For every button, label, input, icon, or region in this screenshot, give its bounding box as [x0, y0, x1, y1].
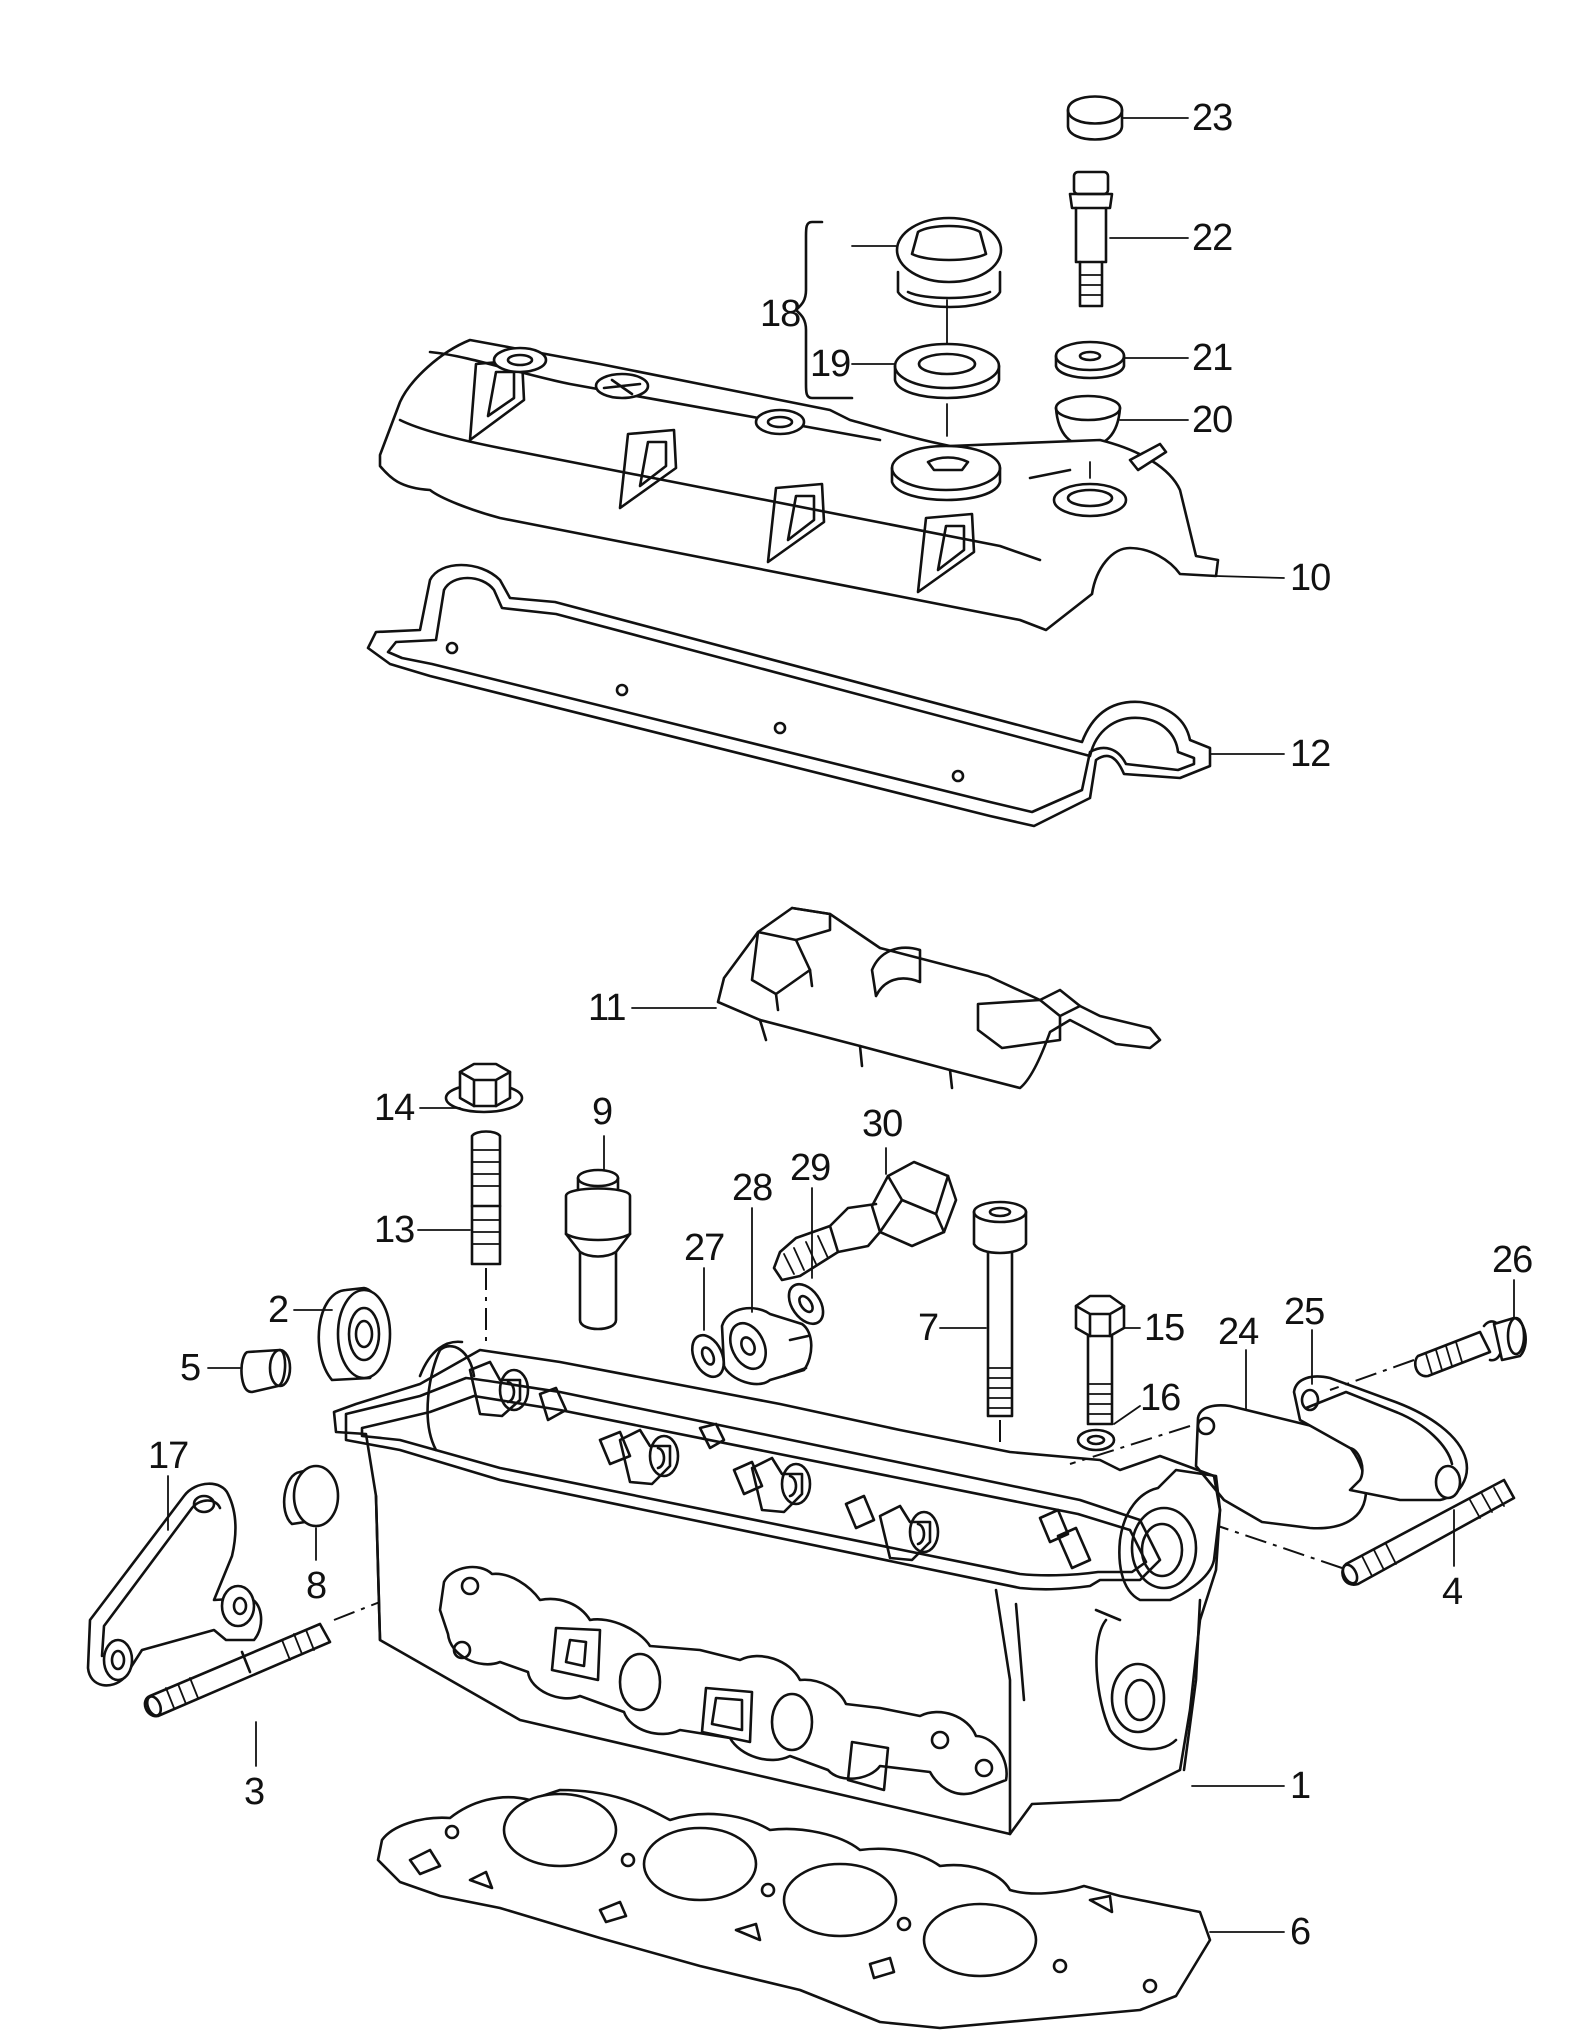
callout-24: 24 [1218, 1311, 1259, 1353]
part-28-adapter [720, 1306, 813, 1386]
callout-20: 20 [1192, 399, 1232, 441]
part-5-sleeve [240, 1348, 292, 1394]
callout-9: 9 [592, 1091, 612, 1133]
callout-8: 8 [306, 1565, 326, 1607]
part-20-grommet [1054, 394, 1122, 448]
part-23-rubber-cap [1066, 95, 1124, 141]
callout-18: 18 [760, 293, 800, 335]
part-4-stud [1341, 1478, 1516, 1586]
part-10-cylinder-head-cover [378, 338, 1220, 632]
callout-3: 3 [244, 1771, 264, 1813]
assembly-bracket-18 [794, 220, 854, 400]
part-7-head-bolt [972, 1200, 1028, 1418]
callout-16: 16 [1140, 1377, 1180, 1419]
callout-1: 1 [1290, 1765, 1310, 1807]
callout-12: 12 [1290, 733, 1330, 775]
part-3-stud [143, 1622, 332, 1718]
callout-26: 26 [1492, 1239, 1532, 1281]
part-13-stud [470, 1130, 502, 1266]
callout-2: 2 [268, 1289, 288, 1331]
assembly-line-24 [1069, 1425, 1191, 1465]
callout-19: 19 [810, 343, 850, 385]
callout-7: 7 [918, 1307, 938, 1349]
part-12-cover-gasket [366, 563, 1212, 828]
callout-21: 21 [1192, 337, 1232, 379]
callout-15: 15 [1144, 1307, 1184, 1349]
callout-11: 11 [588, 987, 625, 1029]
callout-25: 25 [1284, 1291, 1324, 1333]
callout-6: 6 [1290, 1911, 1310, 1953]
callout-5: 5 [180, 1347, 200, 1389]
leader-lines [167, 117, 1515, 1933]
part-18-oil-filler-cap [895, 216, 1003, 309]
part-26-bolt [1414, 1316, 1527, 1378]
callout-4: 4 [1442, 1571, 1463, 1613]
callout-27: 27 [684, 1227, 724, 1269]
part-14-nut [444, 1062, 524, 1114]
part-8-plug [282, 1464, 340, 1528]
part-2-bearing [317, 1286, 392, 1382]
callout-13: 13 [374, 1209, 414, 1251]
part-19-seal [893, 342, 1001, 400]
part-9-hydraulic-lifter [564, 1168, 632, 1331]
callout-17: 17 [148, 1435, 188, 1477]
part-27-washer [690, 1333, 726, 1379]
part-1-manifold-flange [438, 1565, 1008, 1796]
part-15-bolt [1074, 1294, 1126, 1426]
part-17-bracket [86, 1482, 263, 1687]
callout-22: 22 [1192, 217, 1232, 259]
part-21-washer [1054, 340, 1126, 380]
part-29-washer [787, 1282, 825, 1326]
callout-30: 30 [862, 1103, 902, 1145]
callout-28: 28 [732, 1167, 772, 1209]
part-1-cylinder-head [332, 1340, 1222, 1836]
part-25-bracket [1292, 1375, 1469, 1502]
callout-10: 10 [1290, 557, 1330, 599]
callout-14: 14 [374, 1087, 415, 1129]
callout-23: 23 [1192, 97, 1232, 139]
part-6-head-gasket [376, 1788, 1212, 2030]
part-11-oil-baffle [716, 906, 1162, 1090]
part-30-temperature-sender [772, 1160, 958, 1282]
part-16-washer [1076, 1428, 1116, 1452]
callout-labels: 23 22 21 20 18 19 10 12 11 14 13 9 30 29… [148, 97, 1533, 1953]
assembly-line-26 [1329, 1359, 1415, 1391]
part-22-bolt [1068, 170, 1114, 308]
callout-29: 29 [790, 1147, 830, 1189]
assembly-line-4 [1217, 1525, 1343, 1569]
